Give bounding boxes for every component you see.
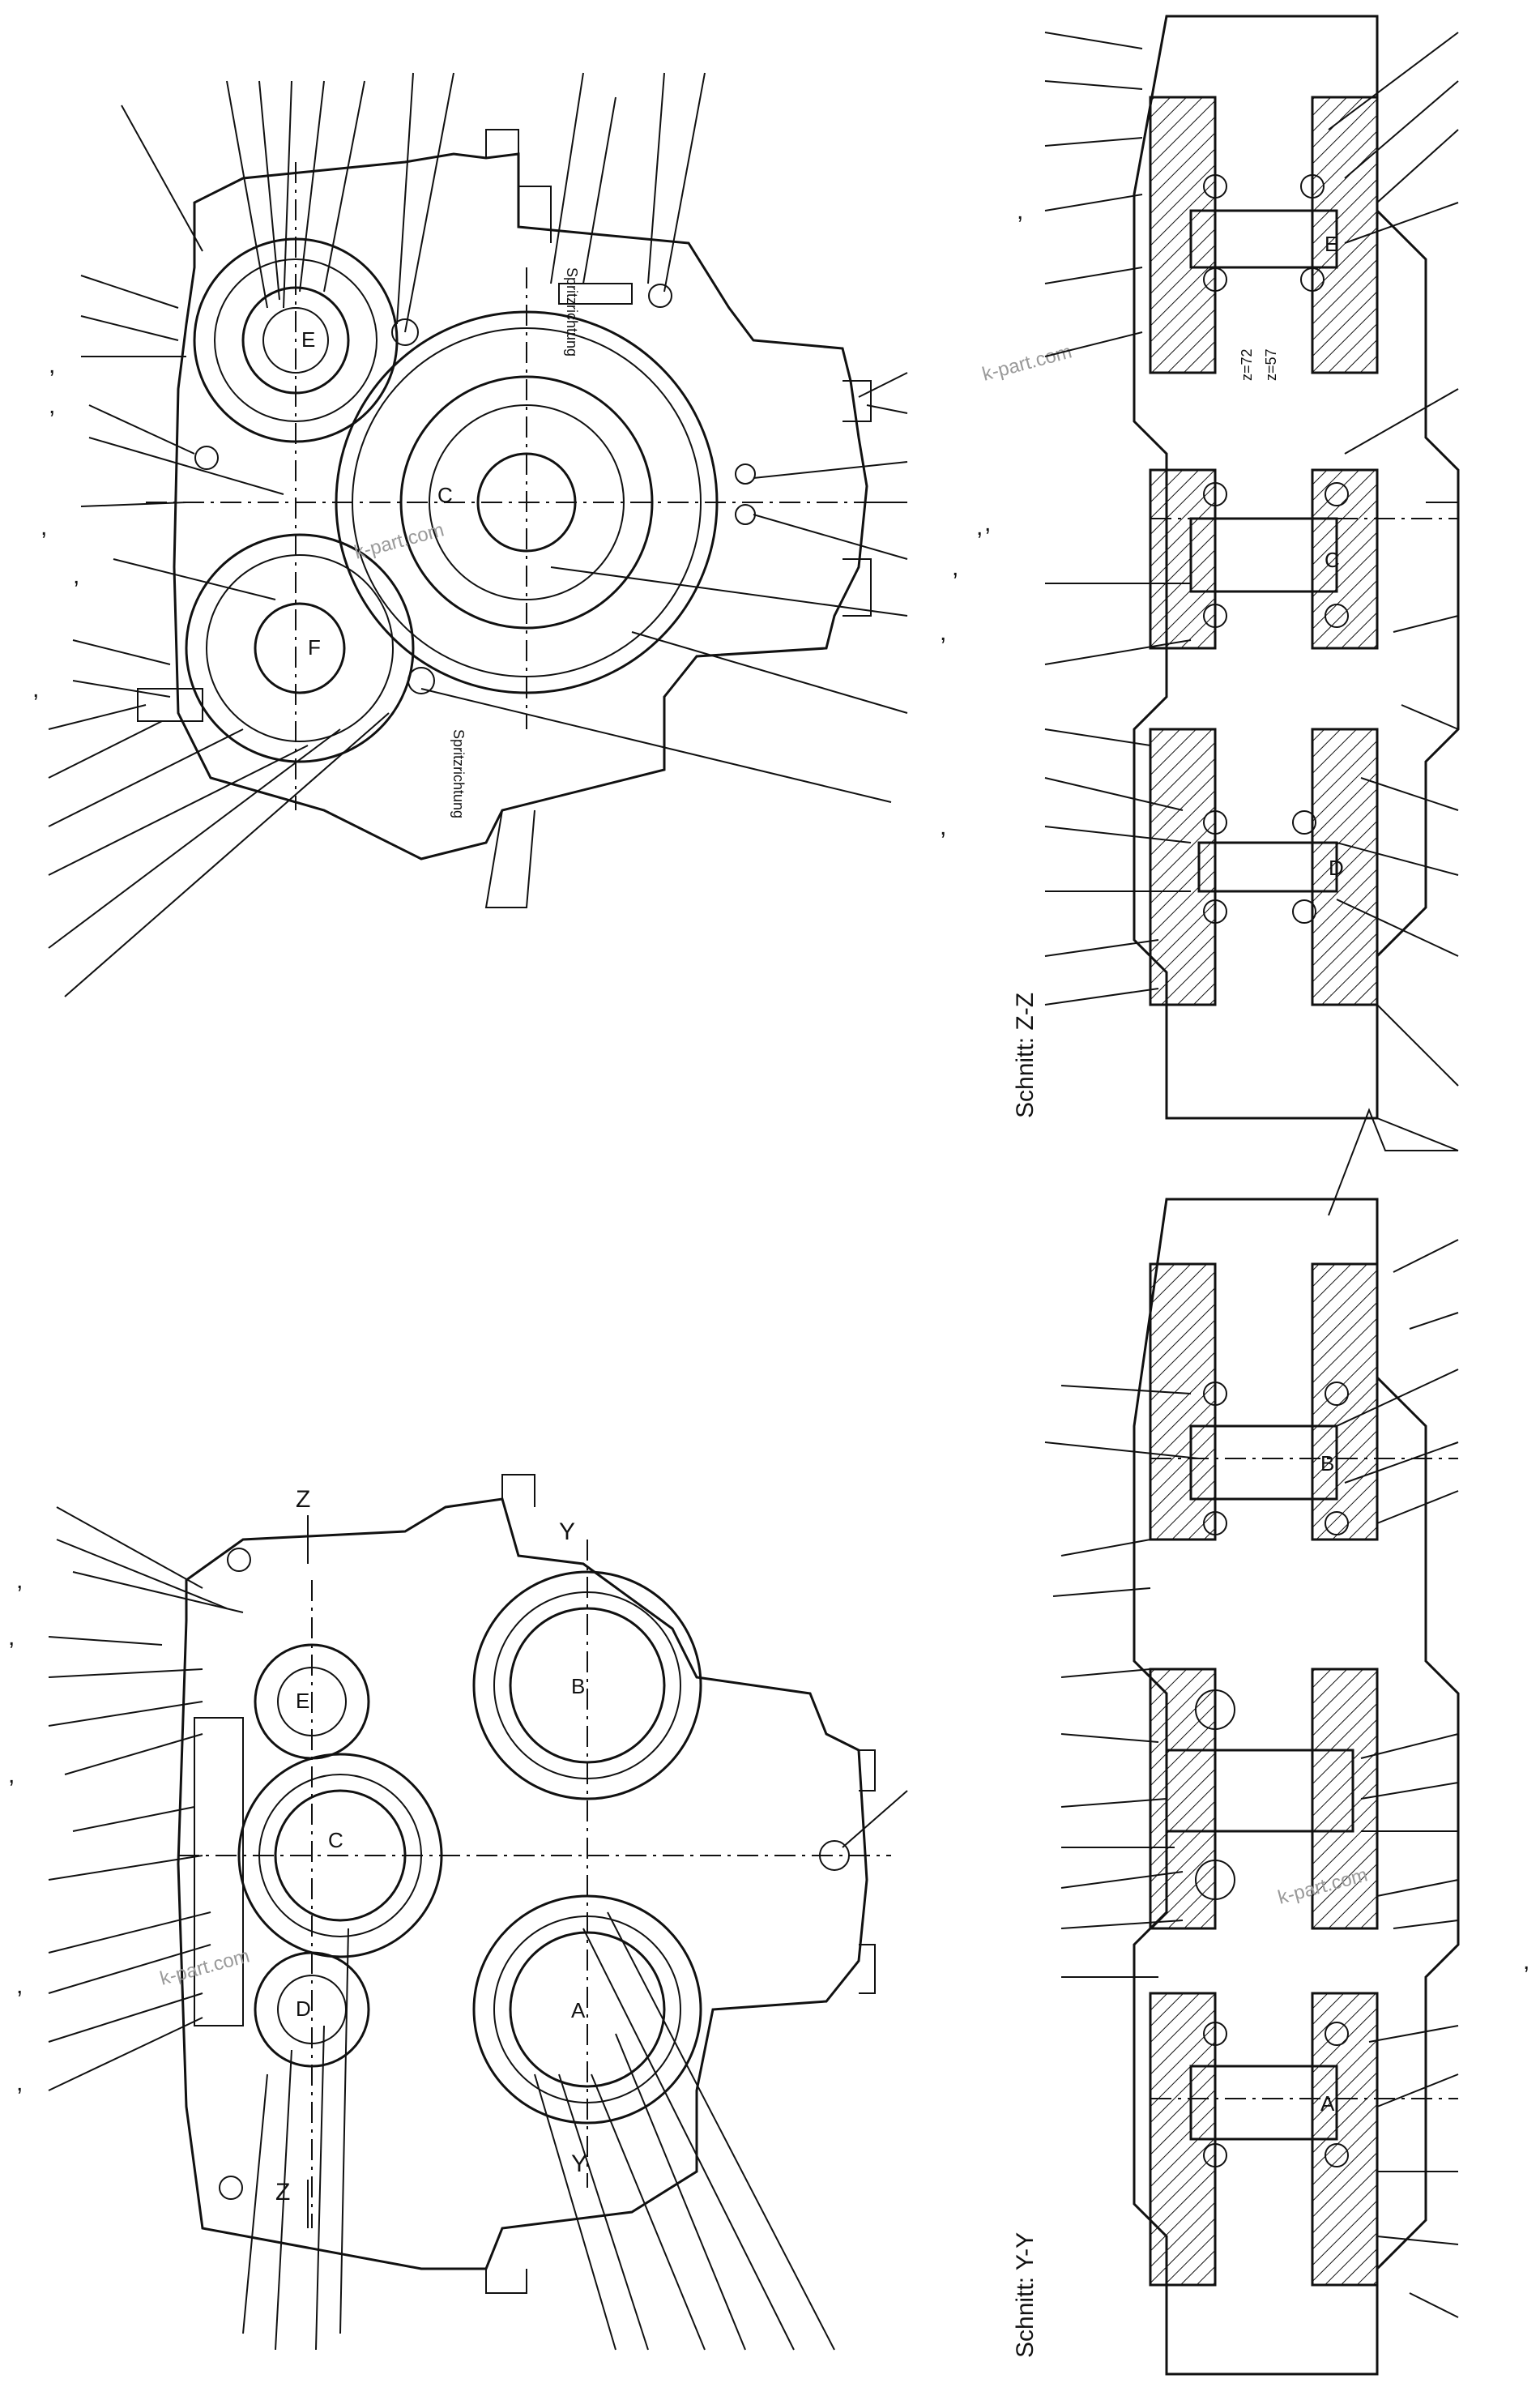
section-label-z-z: Schnitt: Z-Z xyxy=(1012,993,1039,1118)
comma-8: , xyxy=(940,619,946,646)
comma-14: , xyxy=(16,2069,23,2096)
comma-13: , xyxy=(16,1972,23,1999)
shaft-label-c-top: C xyxy=(437,483,453,507)
comma-4: , xyxy=(73,562,79,589)
housing-outline-2 xyxy=(177,1497,868,2270)
shaft-label-b-yy: B xyxy=(1320,1451,1334,1475)
shaft-label-f: F xyxy=(308,635,321,660)
section-z-z: E C D z=72 z=57 Schnitt: Z-Z k-part.com xyxy=(980,15,1460,1151)
note-spritzrichtung-bottom: Spritzrichtung xyxy=(450,729,467,818)
comma-9: , xyxy=(940,814,946,840)
comma-3: , xyxy=(41,514,47,540)
comma-2: , xyxy=(49,392,55,419)
watermark-1: k-part.com xyxy=(352,519,446,563)
shaft-label-e-zz: E xyxy=(1325,232,1338,256)
shaft-label-d-bottom: D xyxy=(296,1997,311,2021)
shaft-label-c-zz: C xyxy=(1325,548,1340,572)
housing-outline xyxy=(173,152,868,861)
shaft-label-b-bottom: B xyxy=(571,1674,585,1698)
watermark-2: k-part.com xyxy=(158,1945,252,1989)
cut-mark-y-top: Y xyxy=(559,1518,575,1545)
bottom-left-view: E C D B A Z Z Y Y xyxy=(8,1474,908,2351)
comma-10: , xyxy=(16,1567,23,1594)
comma-15: , xyxy=(1017,198,1023,224)
comma-16: , xyxy=(984,510,991,536)
shaft-label-d-zz: D xyxy=(1329,856,1344,880)
leader-lines-top-left xyxy=(48,72,908,997)
comma-1: , xyxy=(49,352,55,378)
shaft-label-c-bottom: C xyxy=(328,1828,343,1852)
shaft-f-flange: F xyxy=(185,533,415,763)
cut-mark-y-bottom: Y xyxy=(571,2150,587,2177)
comma-6: , xyxy=(976,514,983,540)
cut-mark-z-bottom: Z xyxy=(275,2179,290,2206)
cut-mark-z-top: Z xyxy=(296,1486,310,1513)
shaft-label-a-bottom: A xyxy=(571,1998,586,2022)
comma-12: , xyxy=(8,1762,15,1788)
tooth-count-z72: z=72 xyxy=(1239,348,1255,381)
leader-lines-y-y xyxy=(1044,1239,1459,2318)
comma-17: , xyxy=(1523,1948,1529,1975)
leader-lines-bottom-left xyxy=(48,1506,908,2351)
shaft-label-e: E xyxy=(301,327,315,352)
section-y-y: B A Schnitt: Y-Y k-part.com xyxy=(1012,1198,1529,2376)
section-link-line xyxy=(1328,1108,1458,1216)
tooth-count-z57: z=57 xyxy=(1263,348,1279,381)
top-left-view: E C F Spritzrichtu xyxy=(32,72,983,997)
comma-11: , xyxy=(8,1624,15,1651)
watermark-3: k-part.com xyxy=(980,340,1074,385)
section-label-y-y: Schnitt: Y-Y xyxy=(1012,2232,1039,2358)
comma-5: , xyxy=(32,676,39,703)
shaft-label-e-bottom: E xyxy=(296,1689,309,1713)
note-spritzrichtung-top: Spritzrichtung xyxy=(564,267,580,357)
leader-lines-z-z xyxy=(1044,32,1459,1151)
shaft-label-a-yy: A xyxy=(1320,2091,1335,2116)
comma-7: , xyxy=(952,554,958,581)
